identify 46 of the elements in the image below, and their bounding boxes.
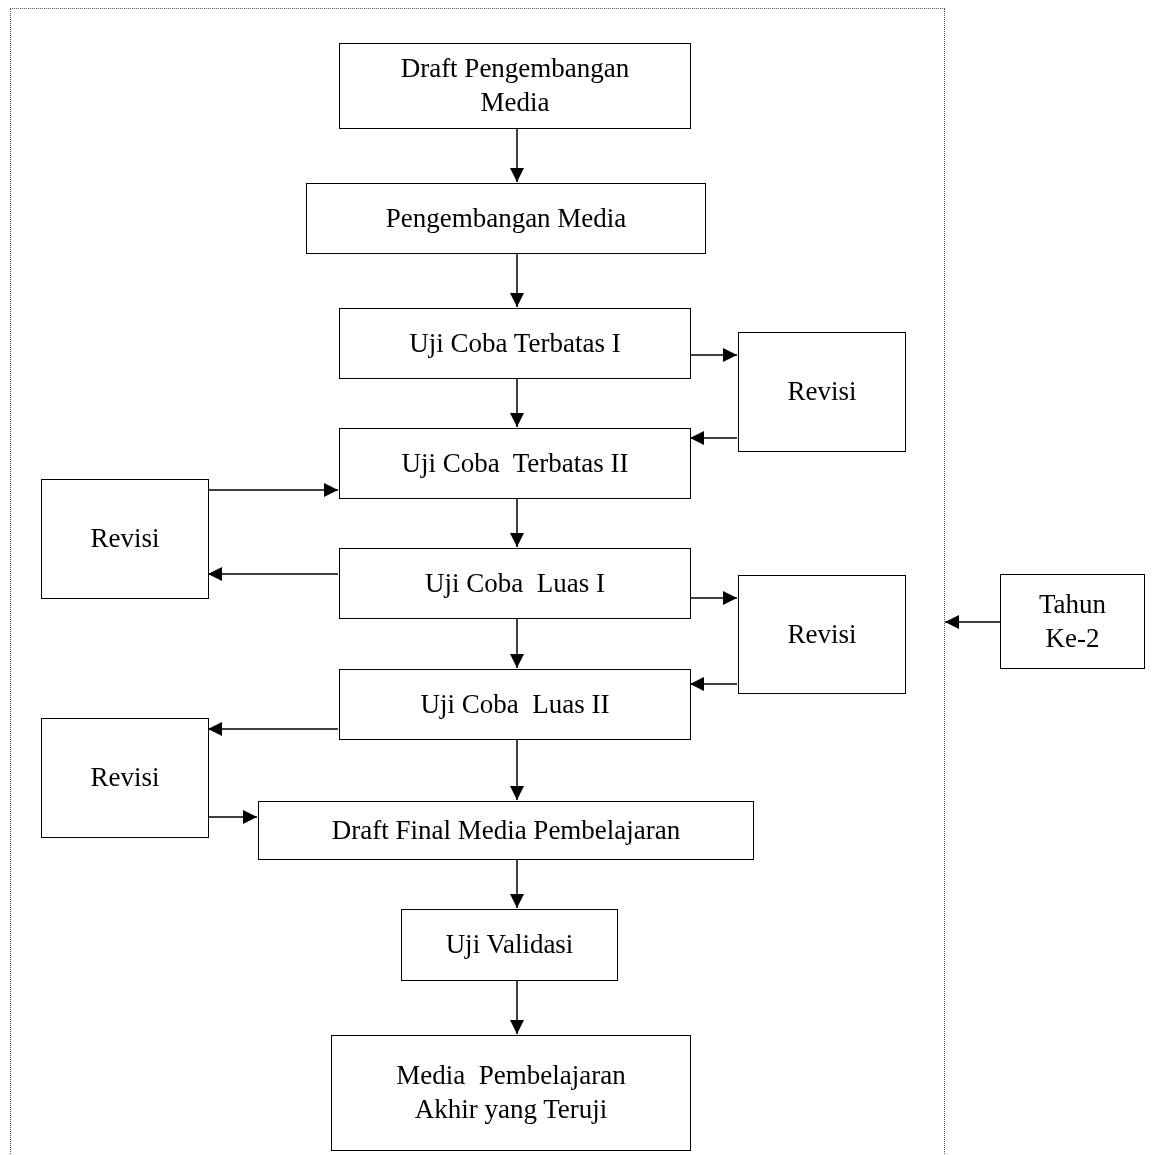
process-box <box>258 801 754 860</box>
arrow <box>510 127 524 183</box>
step-label: Uji Coba Terbatas I <box>408 326 622 360</box>
arrow <box>510 979 524 1035</box>
arrow <box>510 497 524 548</box>
step-label: Uji Coba Terbatas II <box>400 446 630 480</box>
process-box <box>738 575 906 694</box>
process-box <box>401 909 618 981</box>
arrow <box>207 722 339 736</box>
arrow <box>207 810 258 824</box>
process-box <box>339 548 691 619</box>
arrow <box>510 252 524 308</box>
process-box <box>41 479 209 599</box>
process-box <box>339 43 691 129</box>
arrow <box>689 677 738 691</box>
arrow <box>207 483 339 497</box>
step-label: Revisi <box>786 375 858 409</box>
arrow <box>689 591 738 605</box>
process-box <box>41 718 209 838</box>
step-label: Revisi <box>89 761 161 795</box>
arrow <box>510 738 524 801</box>
arrow <box>689 348 738 362</box>
process-box <box>1000 574 1145 669</box>
arrow <box>510 858 524 909</box>
process-box <box>306 183 706 254</box>
process-box <box>331 1035 691 1151</box>
arrow <box>944 615 1001 629</box>
step-label: Pengembangan Media <box>384 201 628 235</box>
step-label: Uji Coba Luas I <box>424 566 606 600</box>
step-label: Draft Pengembangan Media <box>399 52 631 119</box>
step-label: Uji Coba Luas II <box>419 687 611 721</box>
arrow <box>207 567 339 581</box>
process-box <box>738 332 906 452</box>
process-box <box>339 428 691 499</box>
step-label: Draft Final Media Pembelajaran <box>330 813 682 847</box>
arrow <box>510 617 524 669</box>
arrow <box>510 377 524 428</box>
step-label: Revisi <box>89 522 161 556</box>
process-box <box>339 669 691 740</box>
dotted-frame <box>10 8 945 1155</box>
step-label: Media Pembelajaran Akhir yang Teruji <box>395 1059 627 1126</box>
step-label: Revisi <box>786 617 858 651</box>
arrow <box>689 431 738 445</box>
step-label: Tahun Ke-2 <box>1037 587 1108 655</box>
process-box <box>339 308 691 379</box>
step-label: Uji Validasi <box>444 928 575 962</box>
